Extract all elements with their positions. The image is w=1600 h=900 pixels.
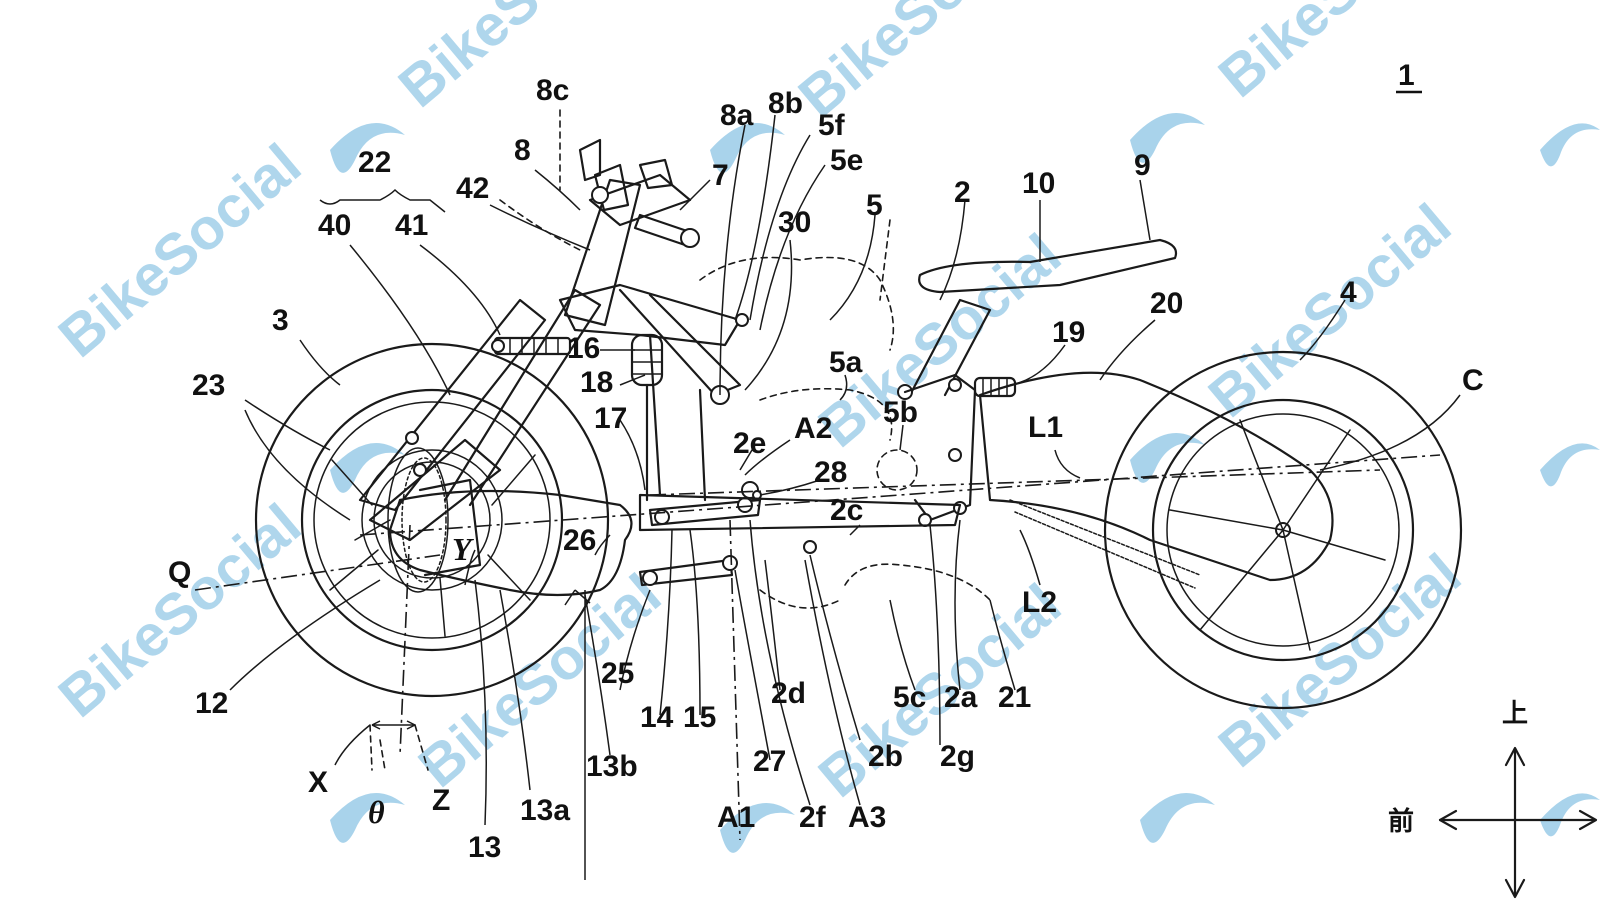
leader-lines — [229, 114, 1461, 880]
watermark-text: BikeSocial — [1207, 0, 1474, 110]
label-A3: A3 — [848, 801, 886, 834]
front-brake-disc — [387, 447, 449, 593]
label-L1: L1 — [1028, 411, 1063, 444]
label-2b: 2b — [868, 740, 903, 773]
label-8c: 8c — [536, 74, 569, 107]
front-arrowhead — [1438, 809, 1458, 831]
label-2g: 2g — [940, 740, 975, 773]
seat-and-tail — [897, 238, 1178, 527]
label-2a: 2a — [944, 681, 978, 714]
label-5c: 5c — [893, 681, 926, 714]
label-22: 22 — [358, 146, 391, 179]
rear-swing-arm — [978, 371, 1334, 582]
watermark-text: BikeSocial — [1207, 542, 1474, 780]
label-4: 4 — [1340, 276, 1357, 309]
label-28: 28 — [814, 456, 847, 489]
reference-labels: 1 8c 8a 8b 5f 5e 22 8 7 42 2 10 9 5 40 4… — [168, 59, 1484, 864]
up-arrowhead — [1504, 746, 1526, 767]
label-30: 30 — [778, 206, 811, 239]
front-fork — [358, 288, 602, 542]
label-17: 17 — [594, 402, 627, 435]
label-16: 16 — [567, 332, 600, 365]
hidden-components — [499, 109, 991, 609]
label-15: 15 — [683, 701, 716, 734]
label-41: 41 — [395, 209, 428, 242]
label-2c: 2c — [830, 494, 863, 527]
label-Z: Z — [432, 784, 450, 817]
label-7: 7 — [712, 159, 729, 192]
label-3: 3 — [272, 304, 289, 337]
label-5a: 5a — [829, 346, 863, 379]
label-2: 2 — [954, 176, 971, 209]
main-frame — [558, 283, 749, 502]
label-5: 5 — [866, 189, 883, 222]
label-2f: 2f — [799, 801, 827, 834]
figure-number: 1 — [1398, 59, 1415, 92]
label-10: 10 — [1022, 167, 1055, 200]
label-26: 26 — [563, 524, 596, 557]
label-2e: 2e — [733, 427, 766, 460]
label-5b: 5b — [883, 396, 918, 429]
label-13a: 13a — [520, 794, 570, 827]
drive-chain — [1009, 499, 1201, 589]
label-A2: A2 — [794, 412, 832, 445]
label-42: 42 — [456, 172, 489, 205]
label-12: 12 — [195, 687, 228, 720]
label-27: 27 — [753, 745, 786, 778]
watermark-text: BikeSocial — [47, 492, 314, 730]
label-5e: 5e — [830, 144, 863, 177]
watermark-text: BikeSocial — [387, 0, 654, 120]
label-theta: θ — [368, 794, 385, 830]
label-18: 18 — [580, 366, 613, 399]
link-rods — [638, 481, 962, 587]
label-L2: L2 — [1022, 586, 1057, 619]
label-8a: 8a — [720, 99, 754, 132]
label-20: 20 — [1150, 287, 1183, 320]
label-13b: 13b — [586, 750, 638, 783]
direction-indicator: 上 前 — [1388, 699, 1598, 899]
label-19: 19 — [1052, 316, 1085, 349]
front-upper-link — [491, 336, 572, 356]
front-shock-unit — [630, 333, 664, 502]
label-13: 13 — [468, 831, 501, 864]
reference-lines — [194, 454, 1441, 841]
rear-shock — [973, 376, 1017, 398]
label-Q: Q — [168, 556, 191, 589]
front-swing-arm — [354, 478, 633, 597]
label-25: 25 — [601, 657, 634, 690]
down-arrowhead — [1504, 878, 1526, 899]
label-X: X — [308, 766, 328, 799]
label-C: C — [1462, 364, 1484, 397]
label-A1: A1 — [717, 801, 755, 834]
front-label: 前 — [1388, 806, 1414, 837]
label-9: 9 — [1134, 149, 1151, 182]
label-21: 21 — [998, 681, 1031, 714]
label-8b: 8b — [768, 87, 803, 120]
rear-arrowhead — [1578, 809, 1598, 831]
label-8: 8 — [514, 134, 531, 167]
label-23: 23 — [192, 369, 225, 402]
label-14: 14 — [640, 701, 674, 734]
rear-wheel — [1103, 350, 1463, 710]
up-label: 上 — [1502, 699, 1528, 729]
angle-marker — [334, 720, 429, 771]
front-wheel — [254, 342, 610, 698]
watermark-logo — [330, 113, 1600, 853]
watermark-text: BikeSocial — [1197, 192, 1464, 430]
label-5f: 5f — [818, 109, 846, 142]
label-40: 40 — [318, 209, 351, 242]
label-2d: 2d — [771, 677, 806, 710]
label-Y: Y — [452, 531, 474, 567]
